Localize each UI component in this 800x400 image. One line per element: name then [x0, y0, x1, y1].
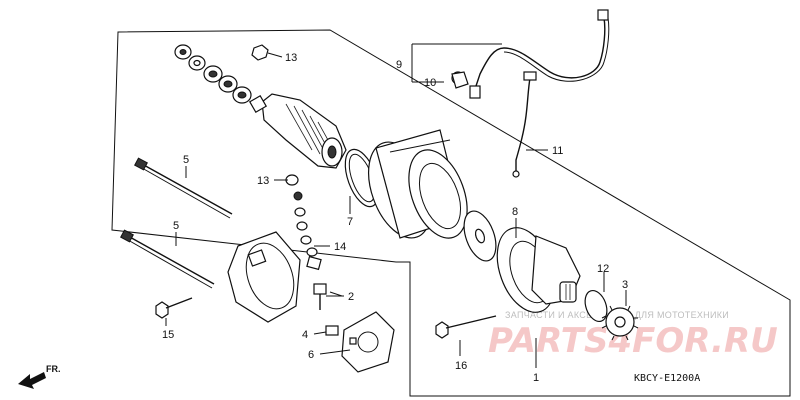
front-cover-8: [496, 227, 581, 313]
callout-16: 16: [455, 360, 467, 372]
callout-13-middle: 13: [257, 175, 269, 187]
o-ring-12: [584, 289, 608, 323]
assembly-frame: [111, 29, 791, 397]
diagram-code: KBCY-E1200A: [634, 373, 700, 384]
armature: [248, 93, 347, 169]
callout-4: 4: [302, 329, 308, 341]
callout-3: 3: [622, 279, 628, 291]
brush-4: [325, 325, 339, 336]
callout-2: 2: [348, 291, 354, 303]
callout-5-lower: 5: [173, 220, 179, 232]
ground-cable-11: [512, 71, 537, 178]
nut-13-top: [251, 44, 283, 61]
gear-3: [601, 305, 639, 341]
front-arrow-icon: [18, 372, 46, 389]
through-bolt-5-lower: [120, 229, 215, 289]
motor-yoke: [368, 129, 468, 239]
through-bolt-5-upper: [134, 157, 233, 219]
callout-15: 15: [162, 329, 174, 341]
bolt-15: [155, 297, 193, 319]
brush-terminal-2: [313, 283, 343, 310]
bolt-16: [435, 315, 497, 339]
callout-12: 12: [597, 263, 609, 275]
washer-stack-top: [174, 44, 252, 104]
callout-11: 11: [552, 145, 563, 157]
cable-cap-10: [451, 71, 469, 89]
callout-6: 6: [308, 349, 314, 361]
callout-1: 1: [533, 372, 539, 384]
front-label: FR.: [46, 364, 61, 374]
callout-5-upper: 5: [183, 154, 189, 166]
callout-7: 7: [347, 216, 353, 228]
callout-10: 10: [424, 77, 436, 89]
starter-cable-9: [469, 9, 610, 99]
callout-9: 9: [396, 59, 402, 71]
brush-holder-6: [341, 311, 395, 373]
callout-14: 14: [334, 241, 346, 253]
washer-stack-middle: [285, 174, 322, 271]
callout-8: 8: [512, 206, 518, 218]
callout-13-top: 13: [285, 52, 297, 64]
rear-cover: [227, 231, 301, 323]
